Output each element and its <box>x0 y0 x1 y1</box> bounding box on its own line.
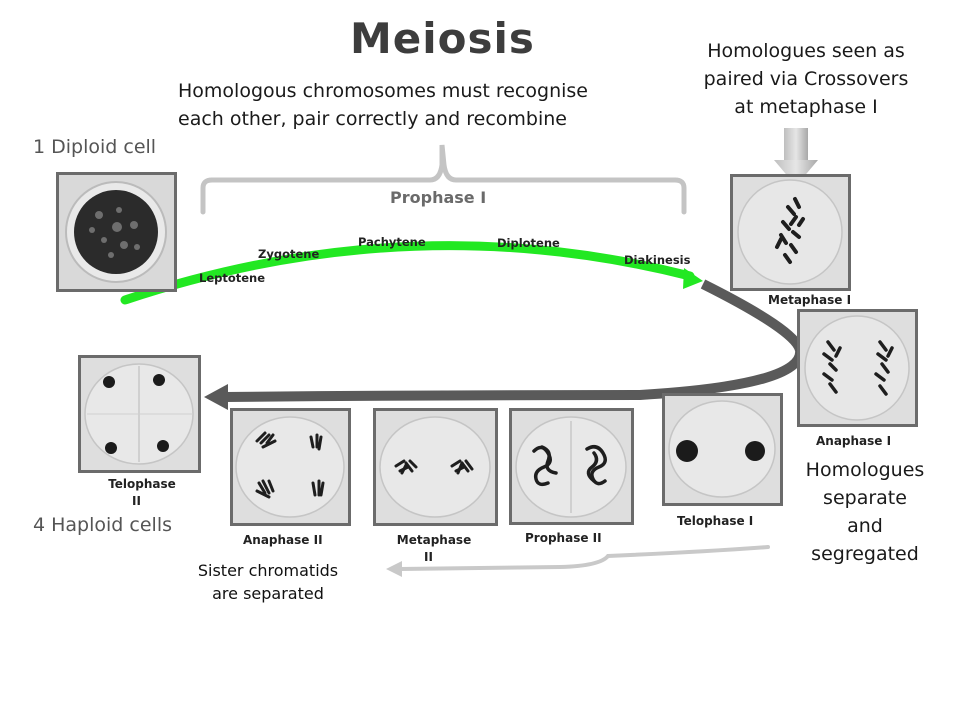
label-anaphase-1: Anaphase I <box>816 434 892 448</box>
prophase-2-image <box>509 408 634 525</box>
substage-pachytene: Pachytene <box>358 235 426 249</box>
label-metaphase-1: Metaphase I <box>768 293 852 307</box>
crossover-note-line-1: Homologues seen as <box>707 40 905 62</box>
substage-diplotene: Diplotene <box>497 236 560 250</box>
prophase-arrow <box>120 241 695 305</box>
telophase-1-image <box>662 393 783 506</box>
metaphase-2-image <box>373 408 498 526</box>
substage-leptotene: Leptotene <box>199 271 266 285</box>
haploid-label: 4 Haploid cells <box>33 514 172 536</box>
telophase-2-image <box>78 355 201 473</box>
homologues-note-line-3: and <box>847 515 883 537</box>
substage-diakinesis: Diakinesis <box>624 253 691 267</box>
anaphase-1-image <box>797 309 918 427</box>
meiosis-ii-arrow <box>398 545 770 571</box>
label-prophase-2: Prophase II <box>525 531 602 545</box>
diploid-label: 1 Diploid cell <box>33 136 157 158</box>
label-telophase-1: Telophase I <box>677 514 754 528</box>
label-metaphase-2-line-2: II <box>424 550 433 564</box>
metaphase-1-image <box>730 174 851 291</box>
prophase-bracket <box>200 144 687 215</box>
sister-note-line-2: are separated <box>212 584 324 603</box>
diploid-cell-image <box>56 172 177 292</box>
subtitle-line-2: each other, pair correctly and recombine <box>178 108 567 130</box>
homologues-note-line-1: Homologues <box>805 459 925 481</box>
subtitle-line-1: Homologous chromosomes must recognise <box>178 80 588 102</box>
sister-note-line-1: Sister chromatids <box>197 561 339 580</box>
crossover-arrow-shaft <box>784 128 808 162</box>
prophase-label: Prophase I <box>390 188 487 207</box>
label-anaphase-2: Anaphase II <box>243 533 323 547</box>
label-telophase-2-line-2: II <box>132 494 141 508</box>
label-telophase-2-line-1: Telophase <box>108 477 176 491</box>
label-metaphase-2-line-1: Metaphase <box>396 533 472 547</box>
prophase-arrowhead <box>683 268 703 289</box>
substage-zygotene: Zygotene <box>258 247 320 261</box>
homologues-note-line-2: separate <box>823 487 907 509</box>
meiosis-flow-arrowhead <box>204 384 228 410</box>
crossover-arrow-head <box>774 160 818 186</box>
crossover-note-line-3: at metaphase I <box>734 96 878 118</box>
homologues-note-line-4: segregated <box>811 543 919 565</box>
anaphase-2-image <box>230 408 351 526</box>
meiosis-flow-arrow <box>224 279 806 402</box>
meiosis-ii-arrowhead <box>386 561 402 577</box>
crossover-note-line-2: paired via Crossovers <box>703 68 909 90</box>
page-title: Meiosis <box>350 14 535 63</box>
